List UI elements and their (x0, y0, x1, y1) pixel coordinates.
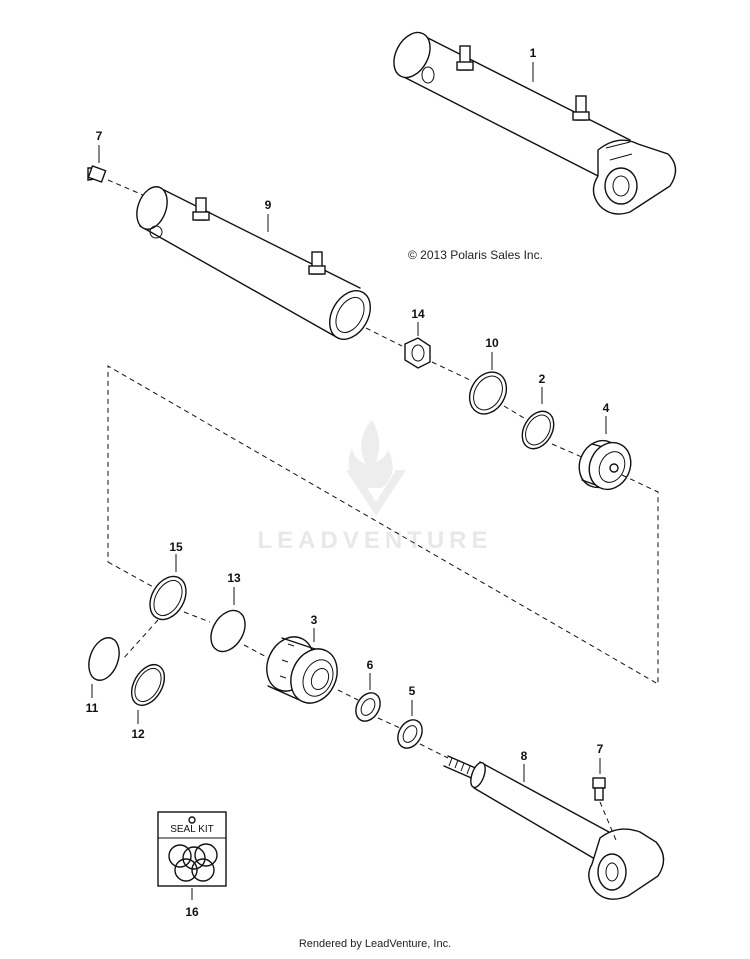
part-16-seal-kit: SEAL KIT (157, 811, 227, 900)
callout-13: 13 (227, 571, 241, 585)
callout-12: 12 (131, 727, 145, 741)
part-4-piston (578, 416, 632, 491)
part-1-fitting-b (572, 95, 590, 121)
callout-16: 16 (185, 905, 199, 919)
callout-15: 15 (169, 540, 183, 554)
callout-11: 11 (86, 701, 99, 715)
callout-2: 2 (539, 372, 546, 386)
part-1-fitting-a (456, 45, 474, 71)
callout-4: 4 (603, 401, 610, 415)
part-14-nut (404, 322, 431, 369)
seal-kit-label: SEAL KIT (170, 824, 214, 835)
part-12-ring (130, 664, 166, 724)
part-7-grease-fitting-top (87, 145, 107, 183)
part-7-grease-fitting-bottom (592, 758, 606, 801)
callout-7-top: 7 (96, 129, 103, 143)
callout-8: 8 (521, 749, 528, 763)
part-2-o-ring (521, 387, 555, 450)
part-6-wiper-seal (355, 673, 381, 722)
part-11-ring (88, 637, 120, 698)
part-5-rod-seal (397, 700, 423, 749)
callout-10: 10 (485, 336, 499, 350)
watermark: LEADVENTURE (257, 420, 492, 554)
callout-1: 1 (530, 46, 537, 60)
callout-14: 14 (411, 307, 425, 321)
callout-5: 5 (409, 684, 416, 698)
copyright-text: © 2013 Polaris Sales Inc. (408, 248, 543, 262)
part-9-fitting-a (192, 197, 210, 221)
callout-9: 9 (265, 198, 272, 212)
footer-credit: Rendered by LeadVenture, Inc. (298, 938, 452, 950)
part-13-ring (210, 587, 246, 653)
callout-6: 6 (367, 658, 374, 672)
callout-3: 3 (311, 613, 318, 627)
watermark-text: LEADVENTURE (257, 527, 492, 554)
part-9-fitting-b (308, 251, 326, 275)
part-8-piston-rod (443, 755, 665, 900)
part-3-gland (266, 628, 338, 704)
part-15-ring (149, 554, 187, 621)
part-1-cylinder-assembly (393, 31, 677, 215)
callout-7-bottom: 7 (597, 742, 604, 756)
part-9-cylinder-barrel (136, 186, 371, 340)
part-10-ring (468, 352, 508, 415)
